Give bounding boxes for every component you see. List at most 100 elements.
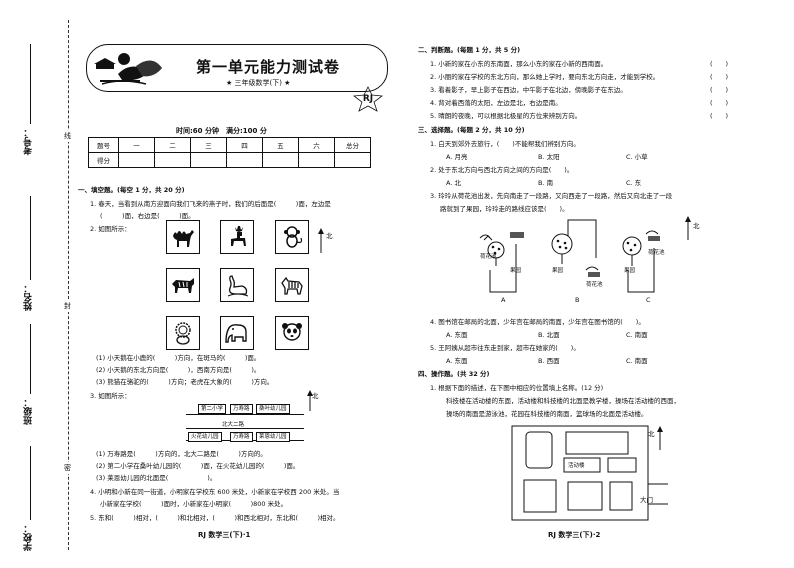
section-1-title: 一、填空题。(每空 1 分，共 20 分) [78,186,185,194]
choice-question-4: 4. 图书馆在邮局的北面，少年宫在邮局的南面，少年宫在图书馆的( )。 [430,318,645,326]
score-cell[interactable] [334,152,371,168]
judge-item-4: 4. 背对着西落的太阳，左边是北，右边是南。 [430,99,562,107]
answer-paren[interactable]: ( ) [710,60,729,68]
section-4-title: 四、操作题。(共 32 分) [418,370,490,378]
road-north-arrow-icon [307,390,313,411]
route-diagrams [479,216,691,293]
choice-1-option-c[interactable]: C. 小草 [626,153,648,161]
score-cell[interactable] [298,152,335,168]
camel-icon [173,230,194,247]
map-building-activity [563,457,601,473]
map-gate-label: 大门 [640,496,653,504]
map-slot-east[interactable] [607,457,637,473]
score-header-cell: 六 [298,137,335,153]
name-line [30,196,31,280]
score-cell[interactable] [118,152,155,168]
choice-question-1: 1. 白天到郊外去旅行，( )不能帮我们辨别方向。 [430,140,580,148]
choice-4-option-b[interactable]: B. 北面 [538,331,560,339]
operation-question-1: 1. 根据下面的描述，在下图中相应的位置填上名称。(12 分) [430,384,604,392]
route-letter-c: C [646,296,651,304]
choice-2-option-a[interactable]: A. 北 [446,179,461,187]
score-header-cell: 一 [118,137,155,153]
lion-icon [175,322,191,345]
animal-cell-elephant [220,316,254,350]
score-header-cell: 三 [190,137,227,153]
road-box-wanshou-road-2: 万寿路 [230,432,253,442]
elephant-icon [225,324,247,343]
score-header-cell: 二 [154,137,191,153]
zebra-icon [281,276,303,295]
score-header-cell: 五 [262,137,299,153]
question-2-part-2: (2) 小天鹅的东北方向是( )，西南方向是( )。 [96,366,261,374]
road-box-wanshou-road: 万寿路 [230,404,253,414]
road-line [186,428,304,429]
animal-cell-swan [220,268,254,302]
route-letter-b: B [575,296,580,304]
choice-2-option-b[interactable]: B. 南 [538,179,554,187]
score-cell[interactable] [262,152,299,168]
line-char-xian: 线 [64,130,71,142]
choice-1-option-b[interactable]: B. 太阳 [538,153,560,161]
question-3-part-1: (1) 万寿路是( )方向的，北大二路是( )方向的。 [96,450,267,458]
answer-paren[interactable]: ( ) [710,112,729,120]
tiger-icon [172,278,194,293]
garden-label-c: 果园 [624,268,636,274]
student-number-label: 考号： [24,128,34,155]
question-1-line-1: 1. 春天，当看到从南方迎面向我们飞来的燕子时，我们的后面是( )面，左边是 [90,200,331,208]
choice-5-option-b[interactable]: B. 西面 [538,357,560,365]
page-subtitle: ★ 三年级数学(下) ★ [226,79,291,87]
choice-4-option-c[interactable]: C. 南面 [626,331,648,339]
answer-paren[interactable]: ( ) [710,86,729,94]
panda-icon [282,323,302,341]
map-slot-west[interactable] [525,431,553,469]
section-2-title: 二、判断题。(每题 1 分，共 5 分) [418,46,521,54]
choice-1-option-a[interactable]: A. 月亮 [446,153,468,161]
map-slot-southeast[interactable] [609,481,633,511]
question-1-line-2: ( )面，右边是( )面。 [100,212,195,220]
choice-5-option-a[interactable]: A. 东面 [446,357,468,365]
page-title: 第一单元能力测试卷 [196,58,341,76]
question-2-part-1: (1) 小天鹅在小鹿的( )方向，在斑马的( )面。 [96,354,261,362]
animal-cell-zebra [275,268,309,302]
north-arrow-icon [318,228,324,253]
question-3-prompt: 3. 如图所示： [90,392,131,400]
map-slot-southwest[interactable] [523,479,557,513]
score-table: 题号 一 二 三 四 五 六 总分 得分 [88,137,371,168]
animal-cell-deer [220,220,254,254]
score-cell[interactable] [226,152,263,168]
choice-4-option-a[interactable]: A. 东面 [446,331,468,339]
score-cell[interactable] [154,152,191,168]
name-label: 姓名： [24,284,34,311]
road-box-sangye-kindergarten: 桑叶幼儿园 [256,404,290,414]
swan-icon [227,275,249,297]
judge-item-1: 1. 小新的家在小东的东南面，那么小东的家在小新的西南面。 [430,60,608,68]
answer-paren[interactable]: ( ) [710,99,729,107]
answer-paren[interactable]: ( ) [710,73,729,81]
question-4-line-1: 4. 小明和小新在同一街道，小明家在学校东 600 米处，小新家在学校西 200… [90,488,340,496]
garden-label-a: 果园 [510,268,522,274]
route-option-b[interactable] [551,219,600,277]
school-line [30,446,31,520]
animal-cell-panda [275,316,309,350]
score-header-cell: 题号 [88,137,119,153]
score-cell[interactable] [190,152,227,168]
map-slot-south[interactable] [567,481,603,511]
animal-cell-lion [166,316,200,350]
section-3-title: 三、选择题。(每题 2 分，共 10 分) [418,126,525,134]
question-3-part-3: (3) 莱恩幼儿园的北面是( )。 [96,474,217,482]
graduation-cartoon-icon [94,53,162,85]
choice-2-option-c[interactable]: C. 东 [626,179,642,187]
road-name-beida-2: 北大二路 [222,422,245,428]
choice-question-3-line-1: 3. 玲玲从荷花池出发，先向南走了一段路，又向西走了一段路，然后又向北走了一段 [430,192,673,200]
exam-info: 时间:60 分钟 满分:100 分 [176,127,267,135]
class-line [30,324,31,394]
garden-label-b: 果园 [552,268,564,274]
route-option-c[interactable] [622,230,660,293]
road-box-second-school: 第二小学 [198,404,227,414]
pond-label-b: 荷花池 [586,282,603,288]
route-option-a[interactable] [479,232,524,293]
map-slot-north[interactable] [565,431,629,455]
star-badge-icon [352,86,384,112]
choice-question-3-line-2: 路就到了果园，玲玲走的路线应该是( )。 [440,205,569,213]
choice-5-option-c[interactable]: C. 南面 [626,357,648,365]
